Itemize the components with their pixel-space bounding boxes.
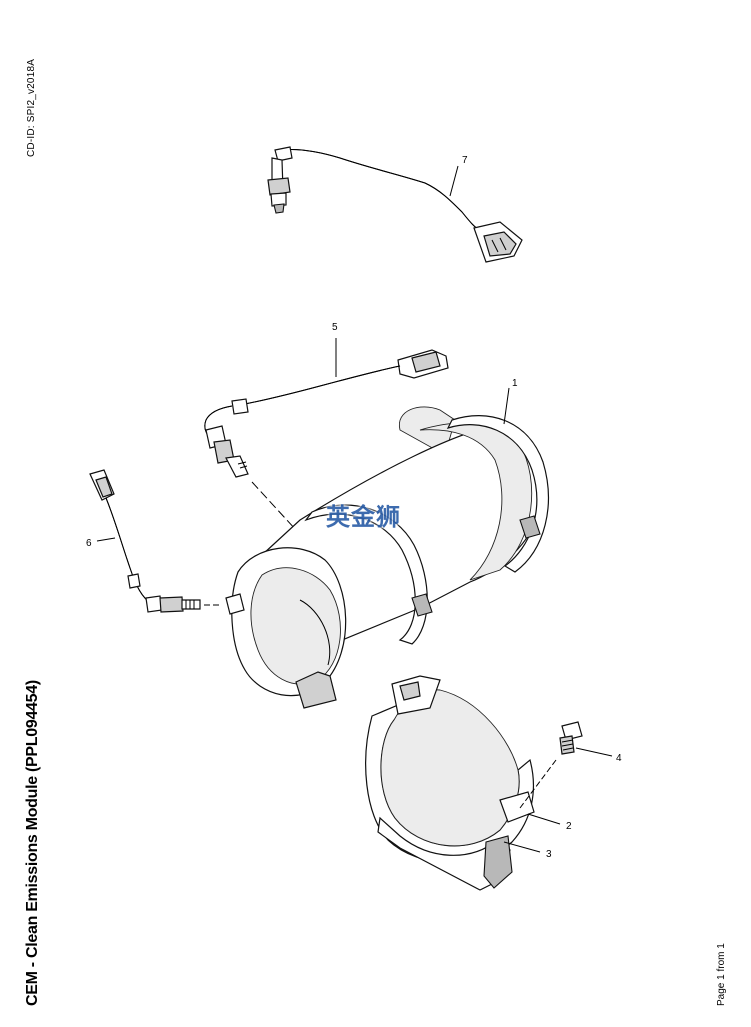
callout-4: 4 <box>616 753 622 764</box>
sensor-harness-5 <box>204 349 449 531</box>
bolt-4 <box>519 721 583 809</box>
leader-lines <box>96 165 613 853</box>
sensor-harness-7 <box>267 146 523 263</box>
cem-canister-1 <box>225 406 549 709</box>
sensor-harness-6 <box>89 469 222 613</box>
callout-1: 1 <box>512 378 518 389</box>
watermark-logo: 英金狮 <box>326 503 401 531</box>
callout-3: 3 <box>546 849 552 860</box>
callout-7: 7 <box>462 155 468 166</box>
callout-5: 5 <box>332 322 338 333</box>
callout-6: 6 <box>86 538 92 549</box>
callout-2: 2 <box>566 821 572 832</box>
mounting-bracket-3 <box>365 675 535 891</box>
